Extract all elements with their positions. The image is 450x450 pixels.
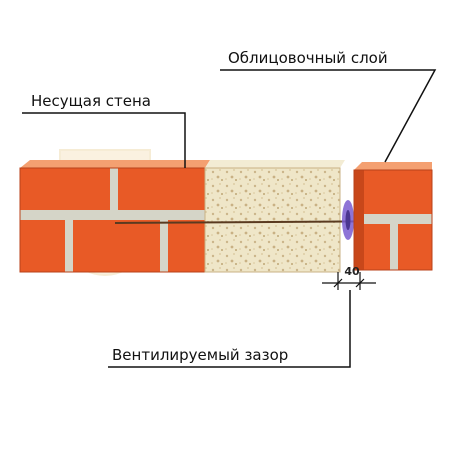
gap-dimension	[322, 272, 376, 290]
ventilated-gap-leader	[108, 290, 351, 368]
facing-layer-label: Облицовочный слой	[228, 49, 388, 67]
ventilated-gap-label: Вентилируемый зазор	[112, 346, 289, 364]
gap-dimension-value: 40	[344, 265, 360, 278]
facing-layer-leader	[220, 69, 437, 163]
bearing-wall-leader	[22, 112, 186, 168]
facing-layer-bricks	[353, 162, 433, 271]
anchor-washer	[342, 200, 354, 240]
bearing-wall-label: Несущая стена	[31, 92, 151, 110]
insulation-layer	[204, 160, 345, 273]
bearing-wall-bricks	[19, 160, 210, 273]
